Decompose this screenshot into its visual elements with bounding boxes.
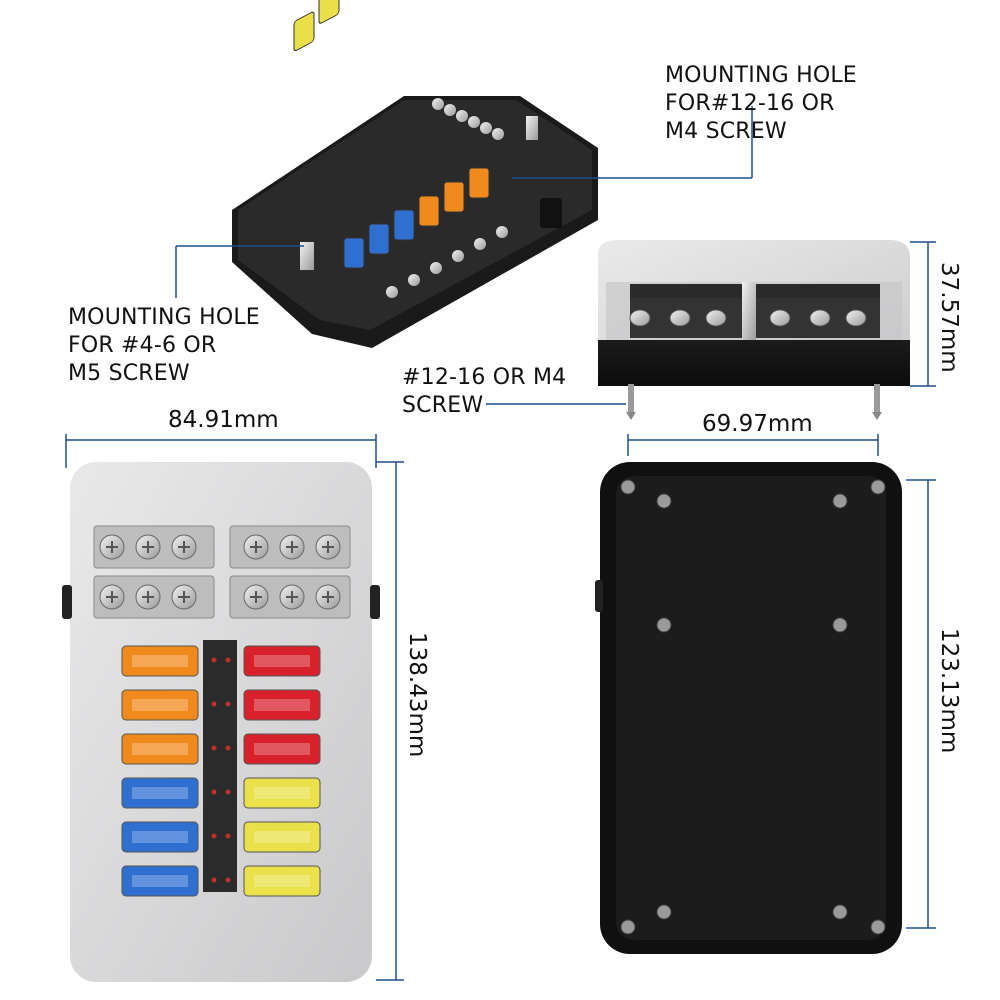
fuse-left-1 [121, 645, 199, 677]
mounting-screw [656, 617, 672, 633]
fuse-perspective-bottom [468, 167, 490, 199]
led-indicator [211, 789, 217, 795]
led-indicator [225, 657, 231, 663]
led-indicator [225, 833, 231, 839]
fuse-perspective-top [293, 11, 315, 52]
led-indicator [211, 745, 217, 751]
height-back-dimension: 123.13mm [936, 628, 962, 754]
fuse-right-1 [243, 645, 321, 677]
mounting-screw [832, 617, 848, 633]
fuse-right-5 [243, 821, 321, 853]
fuse-perspective-top [318, 0, 340, 24]
terminal-screw [492, 128, 504, 140]
mount-hole-top-label: MOUNTING HOLE FOR#12-16 OR M4 SCREW [665, 63, 857, 144]
terminal-screw [480, 122, 492, 134]
led-indicator [211, 833, 217, 839]
led-indicator [211, 877, 217, 883]
led-indicator [211, 701, 217, 707]
fuse-right-4 [243, 777, 321, 809]
fuse-perspective-bottom [418, 195, 440, 227]
terminal-screw [456, 110, 468, 122]
height-front-dimension: 138.43mm [404, 632, 430, 758]
fuse-right-2 [243, 689, 321, 721]
dimension-lines [65, 106, 936, 981]
fuse-left-3 [121, 733, 199, 765]
mounting-screw [620, 919, 636, 935]
fuse-perspective-bottom [368, 223, 390, 255]
mounting-screw [832, 904, 848, 920]
terminal-screw [705, 309, 727, 327]
terminal-screw [386, 286, 398, 298]
terminal-screw [408, 274, 420, 286]
fuse-block-perspective [232, 0, 598, 348]
terminal-screw [769, 309, 791, 327]
led-indicator [225, 701, 231, 707]
led-indicator [225, 877, 231, 883]
mounting-screw [656, 904, 672, 920]
terminal-screw [809, 309, 831, 327]
fuse-left-5 [121, 821, 199, 853]
terminal-screw [629, 309, 651, 327]
fuse-perspective-bottom [343, 237, 365, 269]
fuse-block-back-view [595, 462, 902, 954]
terminal-screw [430, 262, 442, 274]
fuse-perspective-bottom [393, 209, 415, 241]
mounting-screw [870, 919, 886, 935]
fuse-right-3 [243, 733, 321, 765]
screw-label: #12-16 OR M4 SCREW [402, 365, 567, 418]
width-front-dimension: 84.91mm [168, 407, 279, 433]
mount-hole-left-label: MOUNTING HOLE FOR #4-6 OR M5 SCREW [68, 305, 260, 386]
fuse-block-front-view [62, 462, 380, 982]
fuse-perspective-bottom [443, 181, 465, 213]
terminal-screw [452, 250, 464, 262]
mounting-screw [656, 493, 672, 509]
depth-dimension: 37.57mm [936, 262, 962, 373]
terminal-screw [496, 226, 508, 238]
terminal-screw [468, 116, 480, 128]
terminal-screw [669, 309, 691, 327]
led-indicator [225, 789, 231, 795]
mounting-screw [832, 493, 848, 509]
led-indicator [225, 745, 231, 751]
fuse-right-6 [243, 865, 321, 897]
width-back-dimension: 69.97mm [702, 411, 813, 437]
mounting-screw [620, 479, 636, 495]
led-indicator [211, 657, 217, 663]
mounting-screw [870, 479, 886, 495]
fuse-left-6 [121, 865, 199, 897]
fuse-left-4 [121, 777, 199, 809]
fuse-left-2 [121, 689, 199, 721]
fuse-block-side-view [598, 240, 910, 420]
terminal-screw [444, 104, 456, 116]
terminal-screw [432, 98, 444, 110]
terminal-screw [474, 238, 486, 250]
terminal-screw [845, 309, 867, 327]
